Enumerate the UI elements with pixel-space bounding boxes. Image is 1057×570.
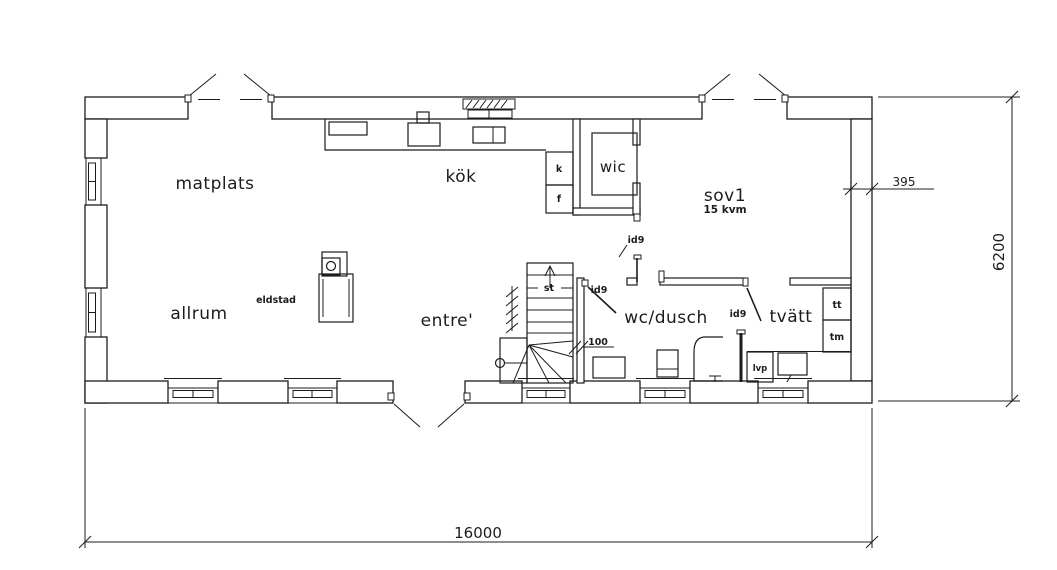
wall-right — [850, 118, 873, 382]
laundry-sink — [777, 352, 808, 376]
door-swing — [758, 73, 787, 97]
dim-wall-offset: 395 — [893, 175, 916, 189]
bathroom-fixtures — [592, 329, 746, 382]
wall-bottom-4 — [464, 380, 523, 404]
tvatt-door-leaf — [746, 287, 762, 322]
door-tags: id9 id9 id9 — [591, 235, 747, 320]
laundry-fixtures — [746, 287, 852, 383]
room-labels: matplats kök allrum entre' wc/dusch tvät… — [170, 158, 812, 331]
window-symbol — [284, 378, 341, 404]
shower — [693, 336, 723, 382]
windows-left — [85, 157, 102, 338]
wall-top-right — [786, 96, 873, 120]
entrance-door — [387, 392, 471, 428]
door-swing — [437, 403, 465, 428]
dim-stair: 100 — [588, 337, 608, 348]
kitchen-sink — [472, 126, 506, 144]
window-symbol — [85, 157, 102, 206]
door-swing — [702, 73, 731, 97]
room-label-entre: entre' — [421, 311, 474, 331]
room-label-matplats: matplats — [175, 174, 254, 194]
door-tag-id9: id9 — [628, 235, 645, 246]
interior-doors — [587, 254, 762, 322]
window-symbol — [164, 378, 222, 404]
hearth — [318, 273, 354, 323]
window-symbol — [636, 378, 694, 404]
room-area-sov1: 15 kvm — [703, 204, 746, 216]
wall-bottom-6 — [689, 380, 759, 404]
window-symbol — [85, 287, 102, 338]
window-top-kitchen — [462, 98, 516, 119]
dim-building-width: 6200 — [990, 233, 1008, 271]
window-symbol — [754, 378, 812, 404]
fireplace — [318, 251, 354, 323]
dimension-16000: 16000 — [78, 408, 879, 549]
wic-closet — [591, 132, 638, 196]
dimension-6200: 6200 — [878, 90, 1020, 408]
label-kyl: k — [556, 164, 563, 175]
sov1-bottom-wall — [659, 277, 746, 286]
stair-wall — [576, 277, 585, 384]
tvatt-top-wall — [789, 277, 852, 286]
room-label-sov1: sov1 — [704, 186, 746, 206]
heatpump-box — [746, 351, 774, 383]
dim-building-length: 16000 — [454, 524, 502, 542]
wic-left-wall — [572, 118, 581, 216]
wall-bottom-5 — [569, 380, 641, 404]
wall-left-1 — [84, 118, 108, 159]
label-torktumlare: tt — [832, 300, 842, 311]
label-varmepump: lvp — [753, 364, 768, 374]
wall-top-left — [84, 96, 189, 120]
counter-appliance — [328, 121, 368, 136]
label-eldstad: eldstad — [256, 295, 296, 306]
door-swing — [393, 403, 421, 428]
room-label-tvatt: tvätt — [770, 307, 813, 327]
stair-flight — [526, 262, 574, 384]
room-label-allrum: allrum — [170, 304, 227, 324]
stairs — [494, 262, 574, 384]
newel-post — [494, 357, 506, 369]
wall-bottom-1 — [84, 380, 169, 404]
wc-door-leaf — [587, 286, 617, 314]
interior-walls — [572, 118, 852, 384]
wall-left-2 — [84, 204, 108, 289]
dimension-100: 100 — [568, 337, 614, 355]
washer-box — [822, 319, 852, 353]
label-frys: f — [557, 194, 562, 205]
hall-wall-stub — [626, 277, 638, 286]
patio-doors-top — [184, 73, 789, 103]
flue-circle — [325, 260, 337, 272]
stair-arrow-head — [544, 264, 556, 277]
label-stairs: st — [544, 283, 555, 294]
wic-bottom-wall — [572, 207, 641, 216]
wall-bottom-2 — [217, 380, 289, 404]
windows-bottom — [164, 378, 812, 404]
room-label-wic: wic — [600, 158, 626, 176]
washbasin — [592, 356, 626, 379]
toilet — [656, 349, 679, 378]
door-swing — [243, 73, 272, 97]
dimension-395: 395 — [843, 175, 934, 196]
door-swing — [188, 73, 217, 97]
room-label-kok: kök — [446, 167, 477, 187]
room-label-wc-dusch: wc/dusch — [624, 308, 708, 328]
coat-hooks — [505, 286, 519, 334]
freezer-box — [545, 184, 574, 214]
kitchen-counter — [324, 119, 546, 151]
door-tag-id9: id9 — [591, 285, 608, 296]
feature-labels: eldstad st k f tt tm lvp — [256, 164, 844, 374]
door-tag-id9: id9 — [730, 309, 747, 320]
stove — [407, 122, 441, 147]
label-tvattmaskin: tm — [830, 332, 845, 343]
wall-bottom-7 — [807, 380, 873, 404]
wall-bottom-3 — [336, 380, 394, 404]
kitchen-fixtures — [324, 111, 574, 214]
